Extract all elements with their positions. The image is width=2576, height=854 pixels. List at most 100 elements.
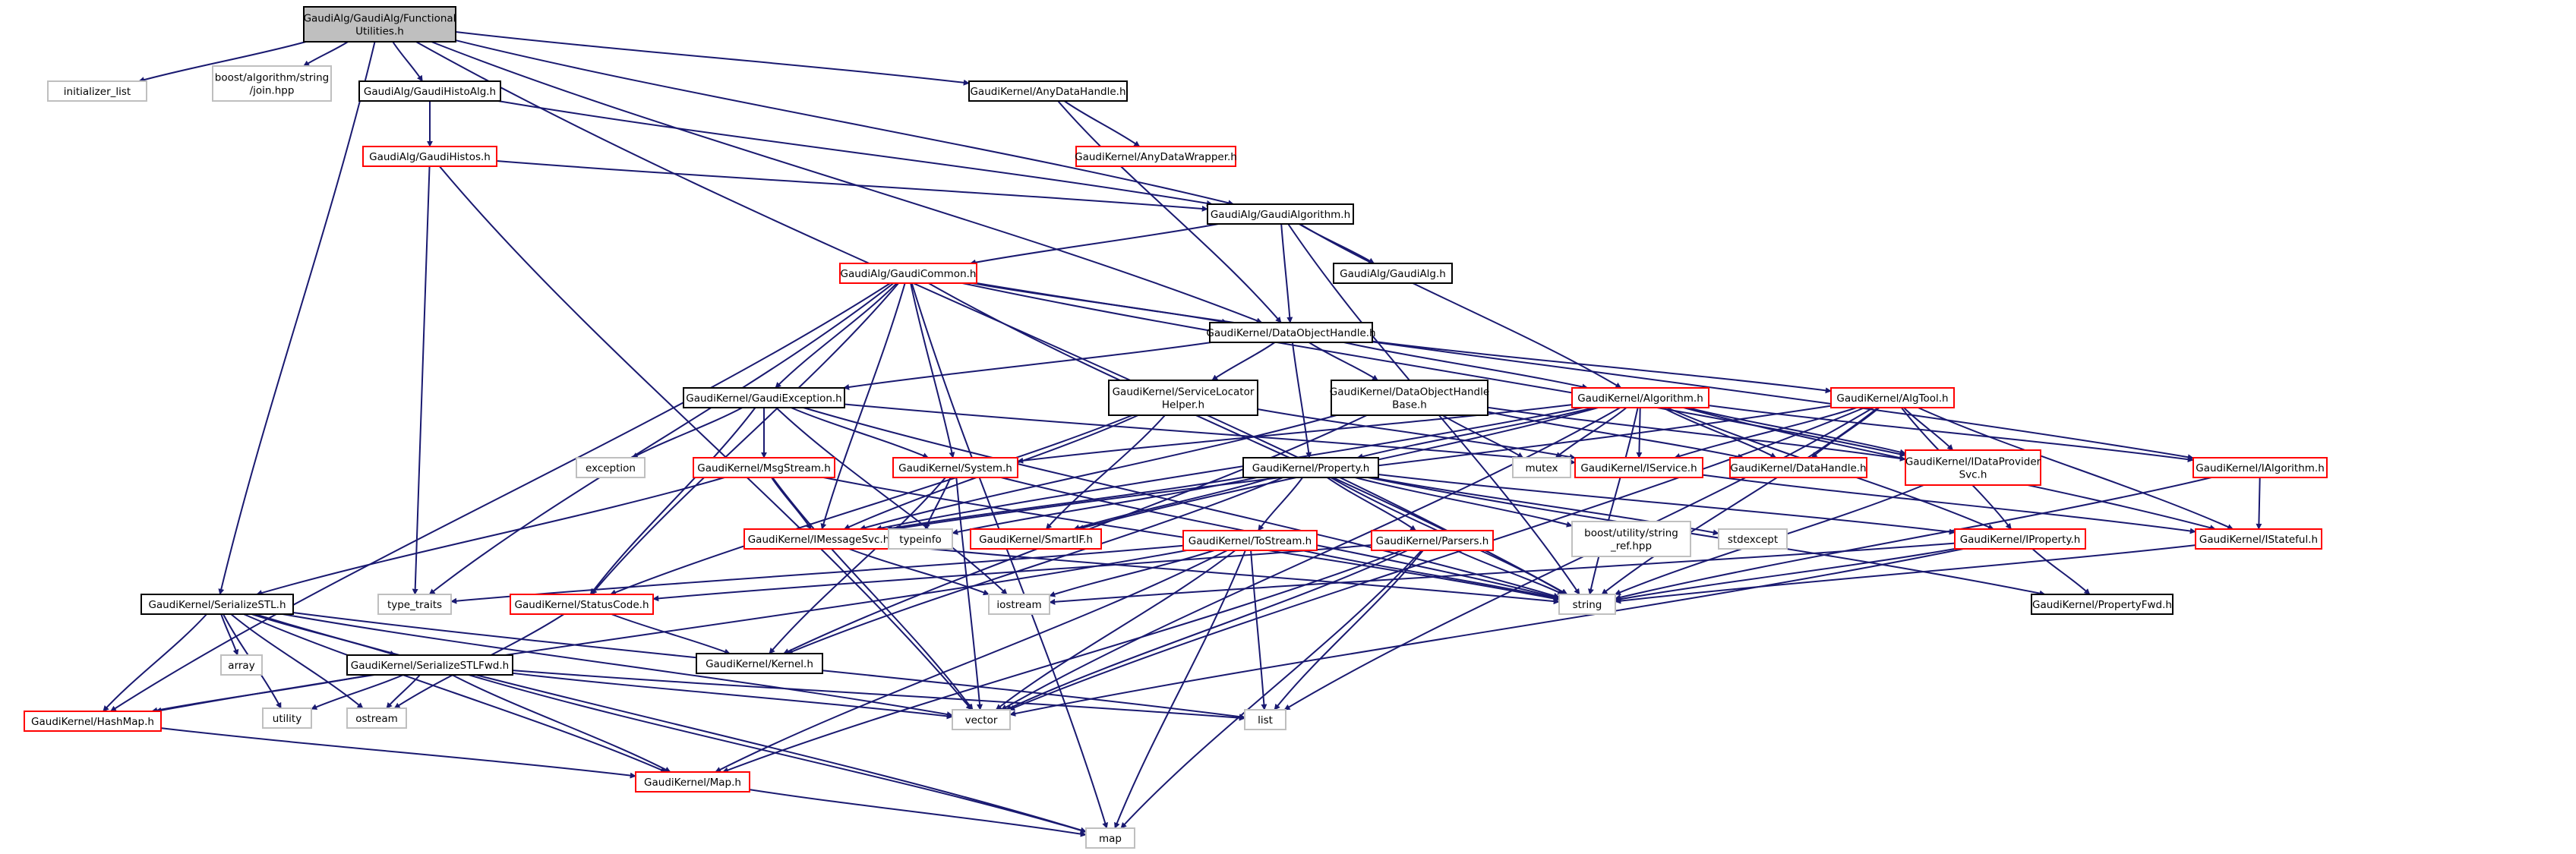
edge-GaudiAlgorithm-to-GaudiCommon <box>969 223 1219 266</box>
node-AnyDataWrapper[interactable]: GaudiKernel/AnyDataWrapper.h <box>1075 146 1237 167</box>
edge-root-to-boost_join <box>303 41 349 67</box>
node-vector: vector <box>952 709 1011 730</box>
node-Algorithm[interactable]: GaudiKernel/Algorithm.h <box>1571 387 1709 408</box>
edge-DataObjectHandle-to-ServiceLocatorHelper <box>1211 342 1276 381</box>
edge-AnyDataHandle-to-DataObjectHandle <box>1057 100 1282 323</box>
edge-ServiceLocatorHelper-to-SmartIF <box>1045 414 1166 530</box>
node-DataObjectHandleBase-label-1: Base.h <box>1392 399 1427 411</box>
node-DataHandle[interactable]: GaudiKernel/DataHandle.h <box>1729 457 1867 478</box>
node-initializer_list-label-0: initializer_list <box>64 86 131 98</box>
node-StatusCode[interactable]: GaudiKernel/StatusCode.h <box>510 594 654 615</box>
edge-GaudiAlgorithm-to-Algorithm <box>1299 223 1622 389</box>
node-IMessageSvc[interactable]: GaudiKernel/IMessageSvc.h <box>743 528 894 550</box>
node-SerializeSTL[interactable]: GaudiKernel/SerializeSTL.h <box>140 594 294 615</box>
edge-System-to-Kernel <box>769 477 946 654</box>
node-utility: utility <box>262 707 312 729</box>
node-PropertyFwd-label-0: GaudiKernel/PropertyFwd.h <box>2032 599 2172 611</box>
node-list-label-0: list <box>1258 714 1273 726</box>
node-ToStream[interactable]: GaudiKernel/ToStream.h <box>1182 530 1318 551</box>
edge-IMessageSvc-to-iostream <box>848 548 990 596</box>
edge-MsgStream-to-SerializeSTL <box>256 477 725 596</box>
edge-StatusCode-to-Kernel <box>611 613 731 655</box>
edge-ServiceLocatorHelper-to-StatusCode <box>610 414 1133 596</box>
node-IStateful[interactable]: GaudiKernel/IStateful.h <box>2195 528 2322 550</box>
node-MsgStream[interactable]: GaudiKernel/MsgStream.h <box>693 457 835 478</box>
node-Map[interactable]: GaudiKernel/Map.h <box>635 771 750 793</box>
node-GaudiHistoAlg[interactable]: GaudiAlg/GaudiHistoAlg.h <box>358 80 501 102</box>
edge-Property-to-Parsers <box>1327 477 1416 531</box>
node-GaudiHistos[interactable]: GaudiAlg/GaudiHistos.h <box>362 146 497 167</box>
edge-Algorithm-to-string <box>1587 407 1639 595</box>
node-PropertyFwd[interactable]: GaudiKernel/PropertyFwd.h <box>2031 594 2174 615</box>
node-GaudiCommon[interactable]: GaudiAlg/GaudiCommon.h <box>839 263 977 284</box>
node-iostream: iostream <box>988 594 1050 615</box>
edge-ToStream-to-string <box>1302 550 1560 601</box>
node-array-label-0: array <box>228 660 254 672</box>
node-boost_string_ref-label-0: boost/utility/string <box>1584 528 1678 540</box>
edge-ToStream-to-list <box>1250 550 1267 711</box>
edge-DataObjectHandle-to-GaudiException <box>843 342 1212 390</box>
node-boost_join: boost/algorithm/string/join.hpp <box>212 65 332 102</box>
edge-Parsers-to-string <box>1456 550 1564 595</box>
node-mutex-label-0: mutex <box>1525 462 1558 474</box>
node-GaudiAlgorithm[interactable]: GaudiAlg/GaudiAlgorithm.h <box>1207 203 1354 225</box>
node-map-box <box>1085 827 1135 849</box>
node-Parsers[interactable]: GaudiKernel/Parsers.h <box>1371 530 1494 551</box>
node-IAlgorithm[interactable]: GaudiKernel/IAlgorithm.h <box>2192 457 2328 478</box>
node-IProperty[interactable]: GaudiKernel/IProperty.h <box>1954 528 2086 550</box>
node-IDataProviderSvc-label-1: Svc.h <box>1959 469 1987 481</box>
node-MsgStream-box <box>693 457 835 478</box>
node-System[interactable]: GaudiKernel/System.h <box>892 457 1018 478</box>
edge-Algorithm-to-Property <box>1356 407 1594 460</box>
node-boost_string_ref: boost/utility/string_ref.hpp <box>1571 521 1691 557</box>
edge-System-to-typeinfo <box>924 477 952 530</box>
node-SerializeSTLFwd[interactable]: GaudiKernel/SerializeSTLFwd.h <box>346 654 513 676</box>
node-string: string <box>1558 594 1616 615</box>
node-StatusCode-box <box>510 594 654 615</box>
edge-MsgStream-to-vector <box>772 477 974 711</box>
node-ServiceLocatorHelper-label-1: Helper.h <box>1162 399 1204 411</box>
node-ServiceLocatorHelper-label-0: GaudiKernel/ServiceLocator <box>1113 386 1255 399</box>
node-exception: exception <box>576 457 646 478</box>
node-IAlgorithm-box <box>2192 457 2328 478</box>
edge-root-to-GaudiAlgorithm <box>455 39 1235 206</box>
edge-ToStream-to-map <box>1114 550 1246 829</box>
node-IMessageSvc-box <box>743 528 894 550</box>
node-Map-label-0: GaudiKernel/Map.h <box>644 777 741 789</box>
node-SerializeSTL-box <box>140 594 294 615</box>
edge-GaudiException-to-StatusCode <box>589 407 756 595</box>
node-GaudiAlg[interactable]: GaudiAlg/GaudiAlg.h <box>1333 263 1453 284</box>
node-AlgTool[interactable]: GaudiKernel/AlgTool.h <box>1830 387 1955 408</box>
edge-GaudiCommon-to-type_traits <box>428 282 895 595</box>
node-iostream-box <box>988 594 1050 615</box>
node-HashMap[interactable]: GaudiKernel/HashMap.h <box>24 711 162 732</box>
edge-SerializeSTLFwd-to-ostream <box>386 674 421 709</box>
node-DataObjectHandle[interactable]: GaudiKernel/DataObjectHandle.h <box>1206 322 1376 343</box>
node-GaudiAlg-box <box>1333 263 1453 284</box>
node-boost_join-box <box>212 65 332 102</box>
node-Property[interactable]: GaudiKernel/Property.h <box>1242 457 1379 478</box>
edge-DataObjectHandle-to-Algorithm <box>1343 342 1589 390</box>
node-GaudiException[interactable]: GaudiKernel/GaudiException.h <box>683 387 845 408</box>
node-SerializeSTLFwd-label-0: GaudiKernel/SerializeSTLFwd.h <box>351 660 509 672</box>
node-AnyDataHandle[interactable]: GaudiKernel/AnyDataHandle.h <box>968 80 1128 102</box>
node-SmartIF[interactable]: GaudiKernel/SmartIF.h <box>970 528 1102 550</box>
node-SmartIF-box <box>970 528 1102 550</box>
edge-AlgTool-to-IDataProviderSvc <box>1903 407 1954 451</box>
node-Kernel[interactable]: GaudiKernel/Kernel.h <box>696 653 823 674</box>
node-mutex-box <box>1512 457 1571 478</box>
edge-ToStream-to-Map <box>715 550 1228 773</box>
node-StatusCode-label-0: GaudiKernel/StatusCode.h <box>515 599 649 611</box>
node-IService[interactable]: GaudiKernel/IService.h <box>1574 457 1703 478</box>
node-Property-label-0: GaudiKernel/Property.h <box>1252 462 1370 474</box>
edge-Property-to-PropertyFwd <box>1368 477 2046 597</box>
node-IService-label-0: GaudiKernel/IService.h <box>1580 462 1697 474</box>
edge-ToStream-to-vector <box>995 550 1236 711</box>
node-GaudiCommon-label-0: GaudiAlg/GaudiCommon.h <box>841 268 977 280</box>
node-ostream-label-0: ostream <box>355 713 398 725</box>
node-DataObjectHandle-box <box>1209 322 1373 343</box>
